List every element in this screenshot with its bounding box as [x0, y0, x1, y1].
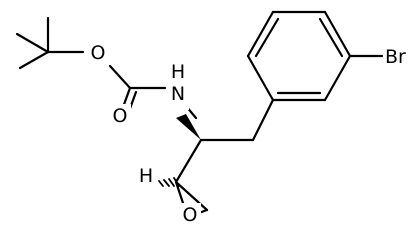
atom-epoxide-oxygen: O	[183, 204, 198, 226]
atom-carbonyl-oxygen: O	[113, 105, 128, 127]
ring-bond-2	[246, 10, 275, 58]
bond-ether-oxygen-to-carbonyl-carbon	[108, 64, 132, 90]
atom-bromine: Br	[385, 46, 406, 68]
ring-inner-double-2	[318, 17, 344, 58]
bond-methyl-1	[15, 32, 50, 54]
bond-chiral-carbon-to-epoxide-carbon	[174, 138, 203, 184]
epoxide-ring	[158, 177, 209, 216]
bond-ch2-to-ring	[251, 98, 275, 142]
ring-inner-double-1	[254, 17, 280, 58]
atom-amide-hydrogen: H	[171, 61, 185, 83]
atom-amide-nitrogen: N	[171, 83, 185, 105]
atom-epoxide-hydrogen: H	[139, 165, 153, 187]
atom-ether-oxygen: O	[91, 42, 106, 64]
tert-butyl-group	[15, 16, 85, 70]
ring-bond-4	[323, 10, 352, 58]
hashed-bond-epoxide-hydrogen	[158, 177, 180, 187]
bromophenyl-ring	[246, 10, 384, 102]
bond-epoxide-carbon-to-ch2	[174, 180, 209, 212]
backbone	[174, 98, 275, 184]
ring-bond-5	[323, 54, 352, 102]
bond-methyl-2	[18, 50, 50, 70]
wedge-bond-chiral-to-nitrogen	[176, 114, 201, 140]
bond-epoxide-carbon-to-oxygen	[174, 180, 186, 208]
atom-labels: O O H N H O Br	[87, 41, 406, 227]
ring-bond-1	[246, 54, 275, 102]
